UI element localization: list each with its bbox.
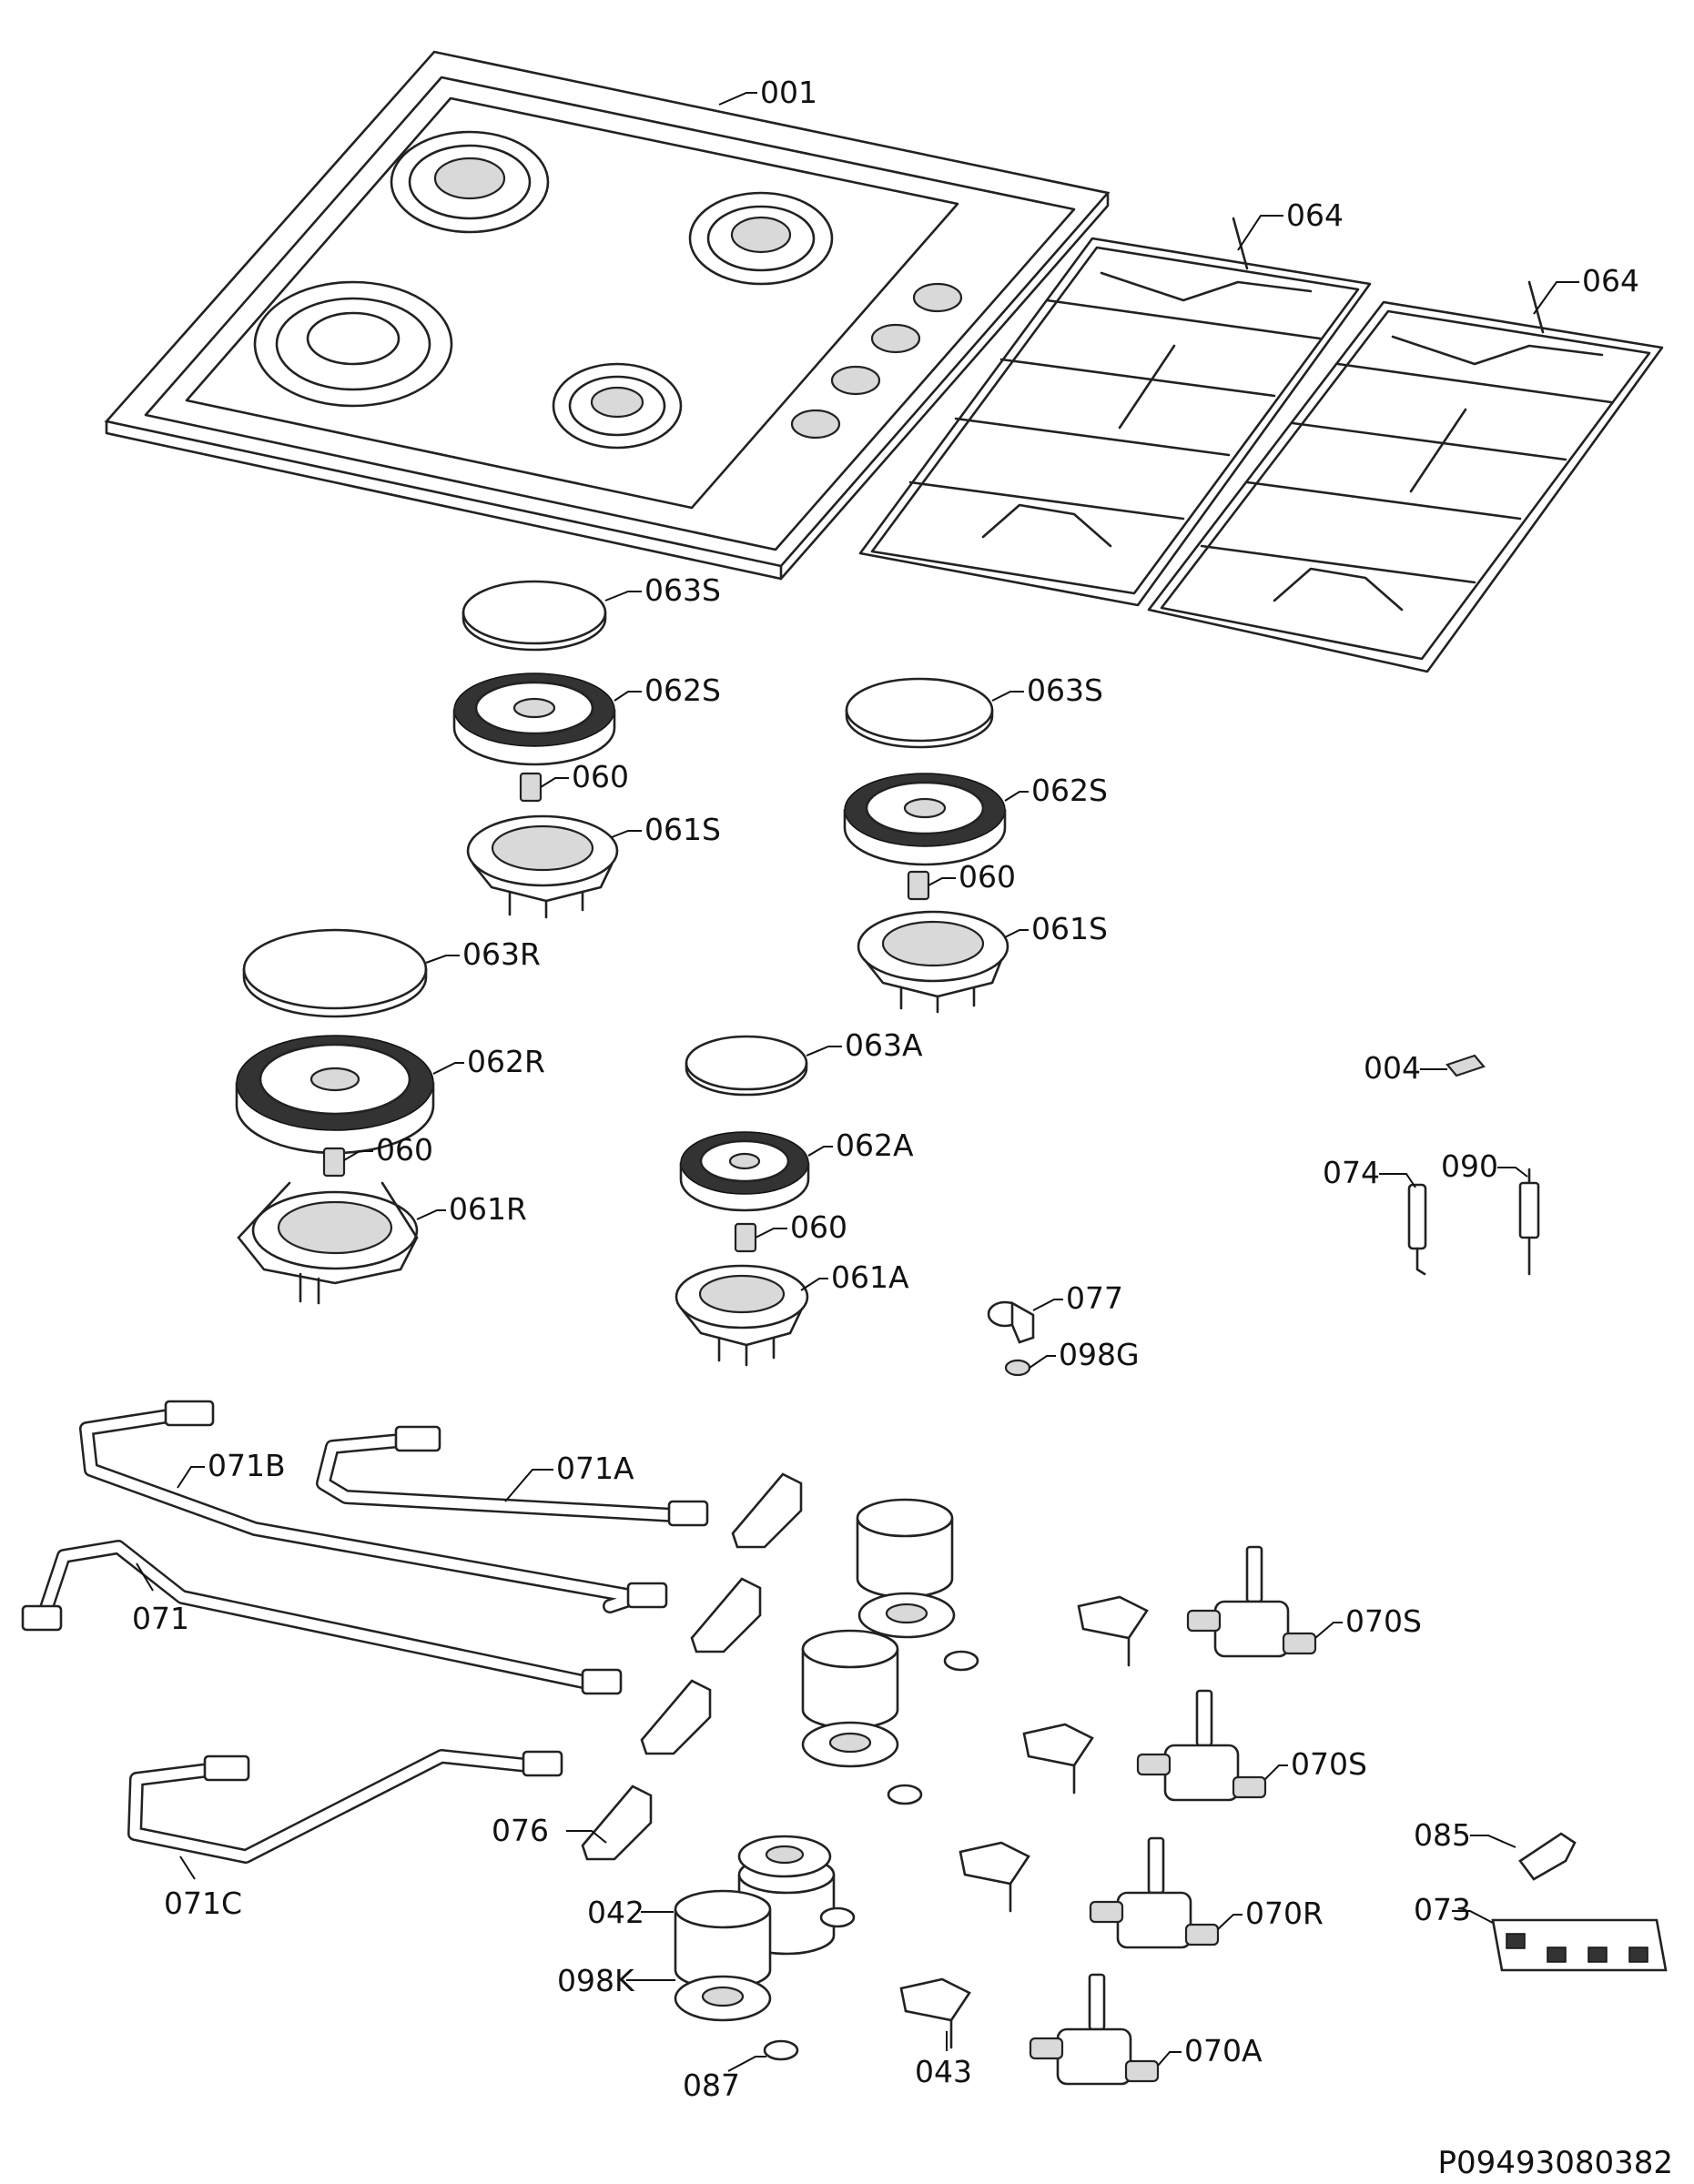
part-gas-valve-070r — [1089, 1836, 1220, 1949]
part-clip-076-2 — [690, 1577, 762, 1653]
label-071b: 071B — [208, 1448, 286, 1483]
label-070r: 070R — [1245, 1896, 1324, 1931]
label-061r: 061R — [449, 1191, 527, 1227]
label-070s-1: 070S — [1345, 1603, 1422, 1639]
part-clip-076-3 — [640, 1679, 712, 1755]
label-060-1: 060 — [572, 759, 629, 794]
label-076: 076 — [492, 1813, 549, 1848]
document-number: P09493080382 — [1438, 2145, 1673, 2181]
part-burner-body-061r — [237, 1181, 419, 1305]
part-valve-clip-043-3 — [959, 1841, 1030, 1913]
label-061s-1: 061S — [644, 812, 721, 847]
part-burner-cap-063r — [242, 928, 428, 1018]
label-061a: 061A — [831, 1259, 909, 1295]
label-064-left: 064 — [1286, 197, 1344, 233]
label-062r: 062R — [467, 1044, 545, 1079]
part-seal-098g — [1004, 1359, 1031, 1377]
part-clip-004 — [1445, 1054, 1486, 1077]
part-pan-support-left — [858, 217, 1372, 607]
part-thermocouple-074 — [1407, 1183, 1427, 1276]
part-flame-spreader-062s-1 — [452, 672, 616, 766]
part-washer-087-3 — [819, 1906, 856, 1928]
part-injector-060-1 — [519, 772, 543, 803]
part-valve-clip-043-4 — [899, 1977, 971, 2049]
part-knob-042-4 — [674, 1889, 772, 1990]
label-061s-2: 061S — [1031, 911, 1108, 946]
label-071a: 071A — [556, 1451, 634, 1486]
part-bezel-098k-4 — [674, 1975, 772, 2022]
label-063a: 063A — [845, 1027, 923, 1063]
part-pipe-071a — [316, 1425, 709, 1527]
part-pipe-071 — [21, 1540, 623, 1695]
part-burner-body-061a — [675, 1264, 809, 1367]
label-090: 090 — [1441, 1148, 1498, 1184]
label-043: 043 — [915, 2054, 972, 2089]
part-burner-body-061s-2 — [857, 910, 1009, 1014]
part-clip-076-4 — [581, 1785, 653, 1861]
part-clip-076-1 — [731, 1472, 803, 1549]
label-064-right: 064 — [1582, 263, 1639, 298]
part-pipe-071c — [127, 1749, 563, 1864]
part-burner-cap-063a — [685, 1035, 808, 1097]
callout-labels: 001 064 064 063S 062S 060 061S 063S 062S… — [132, 75, 1673, 2181]
part-burner-cap-063s-1 — [462, 580, 607, 652]
part-bezel-098k-5 — [737, 1835, 832, 1878]
label-085: 085 — [1414, 1817, 1471, 1853]
part-gas-valve-070a — [1029, 1973, 1160, 2086]
part-flame-spreader-062s-2 — [843, 773, 1007, 866]
part-washer-087-1 — [943, 1650, 979, 1672]
label-062s-2: 062S — [1031, 773, 1108, 808]
label-060-3: 060 — [376, 1132, 433, 1168]
part-washer-087-4 — [763, 2039, 799, 2061]
label-063r: 063R — [462, 936, 541, 972]
part-gas-valve-070s-1 — [1186, 1545, 1317, 1658]
part-valve-clip-043-2 — [1022, 1723, 1094, 1795]
part-knob-042-2 — [801, 1629, 899, 1730]
label-087: 087 — [683, 2068, 740, 2103]
part-injector-060-3 — [322, 1147, 346, 1178]
label-062s-1: 062S — [644, 672, 721, 708]
part-hob-top — [104, 50, 1111, 581]
part-washer-087-2 — [887, 1784, 923, 1805]
leader-lines — [136, 92, 1579, 2072]
label-071: 071 — [132, 1601, 189, 1636]
part-flame-spreader-062r — [235, 1035, 435, 1155]
part-injector-060-4 — [734, 1222, 757, 1253]
part-burner-cap-063s-2 — [845, 677, 994, 749]
label-063s-2: 063S — [1027, 672, 1103, 708]
label-098g: 098G — [1059, 1337, 1140, 1372]
label-042: 042 — [587, 1895, 644, 1930]
part-injector-060-2 — [907, 870, 930, 901]
label-098k: 098K — [557, 1963, 635, 1998]
label-070s-2: 070S — [1291, 1746, 1367, 1782]
part-spark-plug-090 — [1518, 1168, 1540, 1276]
part-elbow-077 — [987, 1300, 1035, 1344]
label-063s-1: 063S — [644, 572, 721, 608]
label-062a: 062A — [836, 1127, 914, 1163]
label-071c: 071C — [164, 1886, 242, 1921]
part-pan-support-right — [1147, 280, 1664, 673]
label-060-4: 060 — [790, 1209, 847, 1245]
label-073: 073 — [1414, 1892, 1471, 1927]
part-burner-body-061s-1 — [466, 814, 619, 919]
label-004: 004 — [1364, 1050, 1421, 1086]
label-077: 077 — [1066, 1280, 1123, 1316]
part-valve-clip-043-1 — [1077, 1595, 1149, 1667]
part-pipe-071b — [79, 1400, 668, 1613]
label-001: 001 — [760, 75, 817, 110]
label-060-2: 060 — [959, 859, 1016, 895]
part-ignition-generator-073 — [1491, 1918, 1668, 1972]
label-070a: 070A — [1184, 2033, 1263, 2068]
part-spark-electrode-085 — [1518, 1832, 1577, 1881]
part-flame-spreader-062a — [679, 1131, 810, 1212]
part-gas-valve-070s-2 — [1136, 1689, 1267, 1802]
part-knob-042-1 — [856, 1498, 954, 1599]
part-bezel-098k-1 — [857, 1592, 956, 1639]
label-074: 074 — [1323, 1155, 1380, 1190]
part-bezel-098k-2 — [801, 1721, 899, 1768]
